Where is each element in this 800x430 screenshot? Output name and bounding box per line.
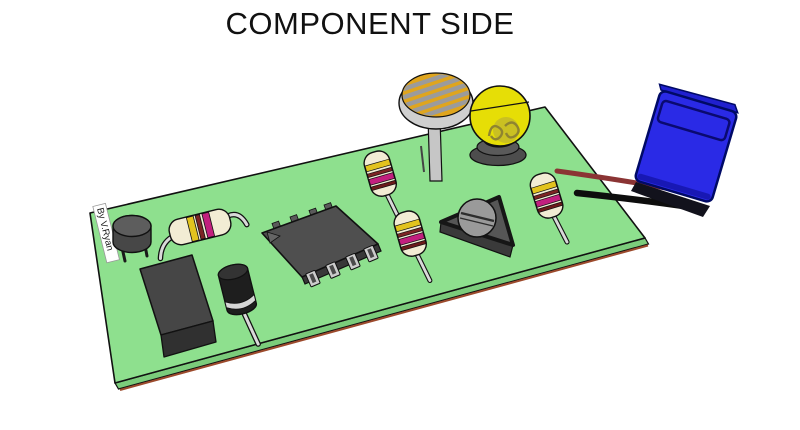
trimmer-potentiometer — [439, 195, 515, 258]
standing-resistor-3 — [529, 172, 570, 245]
box-front-face — [160, 320, 217, 358]
bulb-filament — [487, 121, 520, 141]
resistor-lead — [226, 213, 249, 227]
resistor-lead — [552, 215, 569, 244]
ic-chip — [261, 202, 382, 288]
trimmer-screw-slot — [459, 217, 494, 227]
color-band-magenta — [201, 211, 216, 239]
ic-pin-slot — [349, 256, 357, 267]
color-band-magenta — [534, 193, 562, 208]
battery-body — [634, 83, 739, 203]
color-band-magenta — [368, 172, 395, 186]
color-band-maroon — [366, 166, 393, 178]
battery-bottom-shadow — [631, 182, 710, 217]
ic-top-face — [261, 205, 379, 278]
ic-pin — [345, 253, 361, 271]
color-band-maroon — [396, 226, 423, 238]
battery — [631, 83, 739, 217]
battery-outline — [634, 90, 738, 203]
standing-resistor-2 — [393, 210, 433, 284]
capacitor-silver-band — [224, 293, 256, 310]
pcb-copper-edge — [119, 244, 649, 391]
bulb — [469, 85, 531, 167]
resistor-lead — [415, 253, 432, 282]
ic-pin-slot — [367, 248, 375, 259]
battery-front-face — [635, 91, 737, 202]
bulb-glass-seam — [470, 101, 530, 112]
color-band-darkred — [400, 239, 427, 251]
transistor — [112, 214, 152, 263]
trimmer-screw-slot — [460, 211, 495, 223]
transistor-top — [112, 214, 152, 238]
ic-pin — [363, 245, 379, 263]
axial-resistor — [157, 208, 250, 262]
color-band-magenta — [398, 232, 425, 246]
standing-resistor-1 — [363, 150, 403, 224]
ic-pin — [305, 270, 321, 288]
color-band-yellow — [394, 218, 422, 233]
page-title: COMPONENT SIDE — [225, 6, 515, 41]
ldr-stripe — [403, 74, 469, 95]
color-band-yellow — [364, 158, 392, 173]
battery-label-panel — [656, 99, 731, 142]
black-component-box — [139, 254, 217, 358]
capacitor-top — [217, 263, 249, 281]
electrolytic-capacitor — [217, 263, 261, 347]
color-band-maroon — [194, 213, 206, 240]
ic-pin — [325, 261, 341, 279]
color-band-maroon — [533, 188, 560, 201]
resistor-lead — [158, 235, 174, 261]
color-band-darkred — [537, 201, 564, 213]
ldr-light-dependent-resistor — [398, 72, 474, 182]
ic-pin-slot — [309, 273, 317, 284]
battery-bottom-shade — [637, 173, 711, 200]
color-band-yellow — [530, 180, 558, 195]
ldr-stripes — [403, 74, 469, 116]
ldr-stripe — [403, 80, 469, 110]
color-band-darkred — [370, 179, 397, 191]
color-band-yellow — [185, 215, 200, 243]
ic-notch — [266, 231, 281, 244]
ic-pin-slot — [329, 264, 337, 275]
ldr-stripe — [403, 95, 469, 116]
capacitor-lead — [243, 312, 260, 346]
ldr-pin — [420, 145, 425, 173]
